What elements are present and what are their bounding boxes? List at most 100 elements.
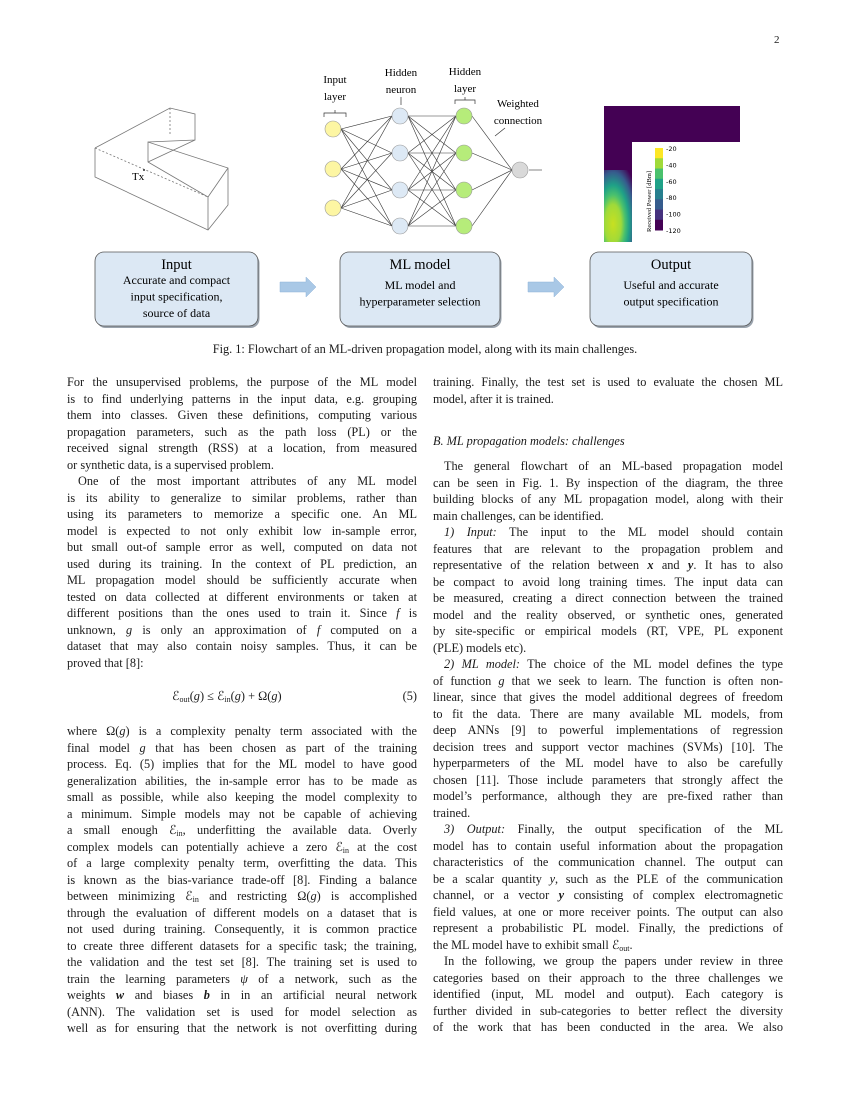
hidden-neuron <box>391 107 409 125</box>
output-neuron <box>511 161 529 179</box>
text-line: complex models can potentially achieve a… <box>67 839 417 855</box>
text-line: tested on data collected at different en… <box>67 589 417 604</box>
text-line: train the learning parameters ψ of a net… <box>67 971 417 986</box>
text-line: model, after it is trained. <box>433 391 554 406</box>
weighted-connection <box>471 115 513 171</box>
colorbar-label: Received Power [dBm] <box>646 171 653 232</box>
text-line: to fit the data. There are many availabl… <box>433 706 783 721</box>
text-line: model’s performance, although they are p… <box>433 789 783 803</box>
text-line: channel, or a vector y consisting of com… <box>433 888 783 902</box>
text-line: of function g that we seek to learn. The… <box>433 673 783 688</box>
input-neuron <box>324 160 342 178</box>
colorbar-tick: -100 <box>666 211 681 219</box>
text-line: final model g that has been chosen as pa… <box>67 740 417 755</box>
text-line: The general flowchart of an ML-based pro… <box>444 459 783 473</box>
colorbar-segment <box>655 219 663 231</box>
text-line: 2) ML model: The choice of the ML model … <box>444 657 783 671</box>
text-line: between minimizing ℰin and restricting Ω… <box>67 889 417 904</box>
input-neuron <box>324 120 342 138</box>
text-line: the ML model have to exhibit small ℰout. <box>433 937 633 953</box>
weighted-connection <box>340 168 393 191</box>
text-line: be measured, creating a direct connectio… <box>433 591 783 605</box>
text-line: One of the most important attributes of … <box>78 474 417 488</box>
hidden-layer-bracket <box>454 97 476 104</box>
flow-box-text: Accurate and compact <box>123 273 231 287</box>
text-line: model and the reality observed, or synth… <box>433 607 783 622</box>
text-line: decision trees and support vector machin… <box>433 739 783 754</box>
text-line: or synthetic data, is a supervised probl… <box>67 457 274 472</box>
hidden-neuron <box>391 144 409 162</box>
weighted-connection <box>407 115 457 154</box>
text-line: using its parameters to memorize a speci… <box>67 507 417 521</box>
text-line: In the following, we group the papers un… <box>444 954 783 968</box>
text-line: chosen [11]. Those include parameters th… <box>433 772 783 787</box>
text-line: further divided in sub-categories to bet… <box>433 1003 783 1018</box>
flow-box-text: Useful and accurate <box>623 278 718 292</box>
figure-caption: Fig. 1: Flowchart of an ML-driven propag… <box>212 342 638 356</box>
colorbar-tick: -80 <box>666 194 677 202</box>
text-line: to create three different datasets for a… <box>67 938 417 953</box>
text-line: not used during training. Consequently, … <box>67 922 417 936</box>
tx-point <box>143 169 145 171</box>
colorbar-segment <box>655 199 663 210</box>
text-line: be compact to avoid long training times.… <box>433 574 783 589</box>
input-neuron <box>324 199 342 217</box>
text-line: through the evaluation of different mode… <box>67 905 417 920</box>
flow-box-text: output specification <box>624 295 719 309</box>
text-line: ML propagation model should be sufficien… <box>67 573 417 587</box>
text-line: categories based on their approach to th… <box>433 970 783 985</box>
text-line: different positions than the ones used t… <box>67 606 417 620</box>
text-line: the validation and the test set [8]. The… <box>67 955 417 969</box>
text-line: characteristics of the communication cha… <box>433 855 783 869</box>
arrow-model-to-output <box>527 276 565 298</box>
text-line: by site-specific or empirical models (RT… <box>433 624 783 638</box>
input-layer-bracket <box>323 110 347 117</box>
colorbar-tick: -120 <box>666 227 681 235</box>
text-line: generalization abilities, the in-sample … <box>67 773 417 788</box>
equation-expression: ℰout(g) ≤ ℰin(g) + Ω(g) <box>172 689 282 704</box>
text-line: propagation parameters, such as the path… <box>67 424 417 439</box>
weighted-connection <box>471 169 513 191</box>
text-line: deep ANNs [9] to powerful implementation… <box>433 723 783 737</box>
text-line: 3) Output: Finally, the output specifica… <box>444 822 783 836</box>
weighted-connection <box>471 169 513 227</box>
weighted-connection <box>407 115 457 191</box>
text-line: identified (input, ML model and output).… <box>433 987 783 1001</box>
input-layer-label-1: Input <box>323 74 346 86</box>
text-line: them into classes. Given these definitio… <box>67 408 417 422</box>
weighted-connection <box>340 168 393 227</box>
weighted-connection <box>340 128 393 191</box>
text-line: hyperparmeters of the ML model have to a… <box>433 756 783 770</box>
hidden-layer-neuron <box>455 144 473 162</box>
text-line: well as for ensuring that the network is… <box>67 1021 417 1035</box>
weighted-connection <box>340 115 393 170</box>
section-heading: B. ML propagation models: challenges <box>433 434 625 448</box>
text-line: model is expected to not only exhibit lo… <box>67 523 417 538</box>
hidden-neuron <box>391 181 409 199</box>
weighted-connection <box>407 152 457 227</box>
text-line: (ANN). The validation set is used for mo… <box>67 1004 417 1019</box>
text-line: is its ability to generalize to similar … <box>67 490 417 505</box>
colorbar-segment <box>655 209 663 221</box>
flow-box-title: Input <box>161 257 192 273</box>
colorbar-segment <box>655 189 663 200</box>
page-number: 2 <box>774 34 780 46</box>
colorbar-segment <box>655 168 663 180</box>
text-line: field values, at one or more receiver po… <box>433 904 783 919</box>
weighted-connection <box>340 152 393 170</box>
text-line: model has to contain useful information … <box>433 838 783 853</box>
text-line: trained. <box>433 805 471 820</box>
text-line: small as possible, while also keeping th… <box>67 790 417 804</box>
input-layer-label-2: layer <box>324 91 346 103</box>
text-line: unknown, g is only an approximation of f… <box>67 622 418 637</box>
flow-box-text: ML model and <box>385 278 456 292</box>
text-line: where Ω(g) is a complexity penalty term … <box>67 724 417 738</box>
hidden-layer-label-1: Hidden <box>449 66 482 78</box>
arrow-input-to-model <box>279 276 317 298</box>
text-line: weights w and biases b in in an artifici… <box>67 988 417 1002</box>
text-line: of a large complexity penalty term, over… <box>67 856 417 870</box>
tx-label: Tx <box>132 171 145 183</box>
weighted-connection-pointer <box>494 127 506 137</box>
